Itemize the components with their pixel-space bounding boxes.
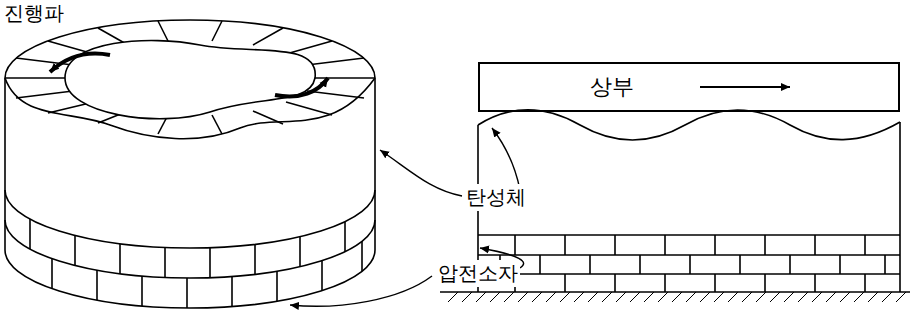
part-label: 진행파 <box>2 0 66 27</box>
ground-hatch <box>448 292 906 302</box>
part-label: 탄성체 <box>464 184 528 211</box>
part-label: 압전소자 <box>436 260 520 287</box>
motor-cylinder <box>5 20 375 308</box>
motion-arrow <box>700 86 790 88</box>
box-label: 상부 <box>590 72 634 102</box>
leader-line <box>290 128 524 306</box>
wave-arrow <box>50 54 328 97</box>
body-box: 상부 <box>478 62 900 112</box>
